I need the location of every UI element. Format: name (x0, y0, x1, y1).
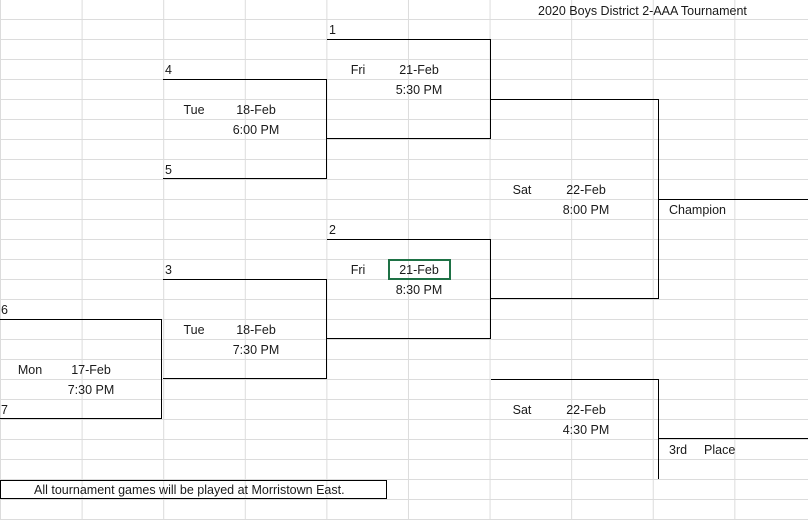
game-day: Sat (512, 403, 532, 417)
seed-label: 6 (1, 303, 8, 317)
bracket-line (326, 279, 327, 379)
game-date: 17-Feb (71, 363, 111, 377)
game-time: 8:00 PM (562, 203, 610, 217)
game-day: Fri (350, 63, 366, 77)
game-time: 8:30 PM (395, 283, 443, 297)
bracket-line (163, 279, 327, 280)
selected-cell[interactable] (388, 259, 451, 280)
bracket-line (327, 239, 491, 240)
game-date: 21-Feb (399, 63, 439, 77)
venue-note-box (0, 480, 387, 499)
bracket-line (659, 199, 808, 200)
game-time: 4:30 PM (562, 423, 610, 437)
venue-note: All tournament games will be played at M… (34, 483, 345, 497)
bracket-line (658, 99, 659, 299)
bracket-line (491, 379, 659, 380)
game-time: 7:30 PM (232, 343, 280, 357)
seed-label: 2 (329, 223, 336, 237)
game-time: 5:30 PM (395, 83, 443, 97)
game-date: 18-Feb (236, 103, 276, 117)
game-date: 22-Feb (566, 183, 606, 197)
game-day: Fri (350, 263, 366, 277)
bracket-line (490, 239, 491, 339)
third-place-label: 3rd (669, 443, 688, 457)
bracket-line (327, 338, 491, 339)
seed-label: 7 (1, 403, 8, 417)
bracket-line (0, 418, 162, 419)
bracket-line (163, 178, 327, 179)
bracket-line (491, 298, 659, 299)
seed-label: 3 (165, 263, 172, 277)
bracket-line (490, 39, 491, 139)
place-label: Place (704, 443, 736, 457)
bracket-line (327, 138, 491, 139)
bracket-line (163, 79, 327, 80)
bracket-line (161, 319, 162, 419)
game-date: 22-Feb (566, 403, 606, 417)
game-time: 6:00 PM (232, 123, 280, 137)
seed-label: 1 (329, 23, 336, 37)
game-time: 7:30 PM (67, 383, 115, 397)
seed-label: 4 (165, 63, 172, 77)
game-date: 21-Feb (399, 263, 439, 277)
bracket-line (658, 379, 659, 479)
game-day: Mon (17, 363, 43, 377)
game-date: 18-Feb (236, 323, 276, 337)
bracket-line (326, 79, 327, 179)
game-day: Tue (183, 103, 205, 117)
game-day: Tue (183, 323, 205, 337)
seed-label: 5 (165, 163, 172, 177)
bracket-line (327, 39, 491, 40)
tournament-title: 2020 Boys District 2-AAA Tournament (538, 4, 747, 18)
bracket-line (163, 378, 327, 379)
game-day: Sat (512, 183, 532, 197)
champion-label: Champion (669, 203, 726, 217)
bracket-line (491, 99, 659, 100)
bracket-line (659, 438, 808, 439)
bracket-line (0, 319, 162, 320)
